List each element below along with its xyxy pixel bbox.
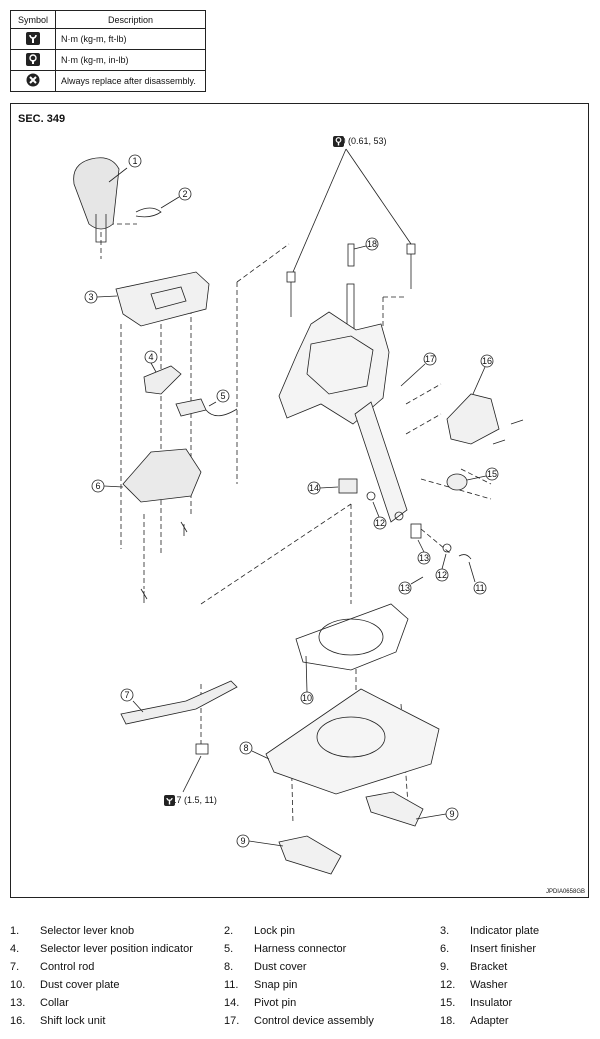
legend-row: 7.Control rod 8.Dust cover 9.Bracket (10, 961, 595, 979)
symbol-table-header: Symbol Description (10, 10, 206, 29)
callout-18: 18 (353, 237, 379, 251)
torque-wrench-inlb-icon (10, 49, 56, 71)
legend-item: 6.Insert finisher (440, 943, 537, 955)
callout-9a: 9 (236, 834, 284, 848)
svg-text:15: 15 (487, 469, 497, 479)
callout-15: 15 (466, 467, 499, 481)
legend-item: 16.Shift lock unit (10, 1015, 106, 1027)
callout-2: 2 (160, 187, 192, 209)
legend-row: 13.Collar 14.Pivot pin 15.Insulator (10, 997, 595, 1015)
symbol-row: N·m (kg-m, ft-lb) (10, 28, 206, 50)
callout-1: 1 (108, 154, 142, 183)
torque-wrench-icon (10, 28, 56, 50)
svg-text:9: 9 (449, 809, 454, 819)
svg-text:14: 14 (309, 483, 319, 493)
callout-16: 16 (472, 354, 494, 395)
svg-text:13: 13 (400, 583, 410, 593)
legend-item: 12.Washer (440, 979, 508, 991)
legend-item: 18.Adapter (440, 1015, 509, 1027)
callout-12b: 12 (435, 553, 449, 582)
legend-item: 4.Selector lever position indicator (10, 943, 193, 955)
figure-code: JPDIA0658GB (545, 889, 585, 895)
svg-text:12: 12 (437, 570, 447, 580)
callout-14: 14 (307, 481, 339, 495)
legend-row: 1.Selector lever knob 2.Lock pin 3.Indic… (10, 925, 595, 943)
legend-item: 7.Control rod (10, 961, 95, 973)
legend-row: 16.Shift lock unit 17.Control device ass… (10, 1015, 595, 1033)
legend-item: 2.Lock pin (224, 925, 295, 937)
legend-item: 11.Snap pin (224, 979, 298, 991)
torque-top-value: 6.0 (0.61, 53) (333, 136, 387, 146)
legend-item: 14.Pivot pin (224, 997, 297, 1009)
symbol-description: N·m (kg-m, ft-lb) (55, 28, 206, 50)
legend-item: 5.Harness connector (224, 943, 347, 955)
symbol-table: Symbol Description N·m (kg-m, ft-lb) N·m… (10, 10, 206, 92)
symbol-description: Always replace after disassembly. (55, 70, 206, 92)
svg-text:10: 10 (302, 693, 312, 703)
callout-5: 5 (208, 389, 230, 407)
svg-text:1: 1 (132, 156, 137, 166)
callout-3: 3 (84, 290, 118, 304)
exploded-diagram: SEC. 349 (10, 103, 589, 898)
svg-text:17: 17 (425, 354, 435, 364)
callout-8: 8 (239, 741, 270, 760)
callout-17: 17 (400, 352, 437, 387)
legend-item: 8.Dust cover (224, 961, 307, 973)
symbol-header: Symbol (10, 10, 56, 29)
legend-item: 3.Indicator plate (440, 925, 540, 937)
callout-6: 6 (91, 479, 124, 493)
svg-text:9: 9 (240, 836, 245, 846)
symbol-description: N·m (kg-m, in-lb) (55, 49, 206, 71)
svg-text:11: 11 (475, 583, 484, 593)
svg-text:7: 7 (124, 690, 129, 700)
symbol-row: Always replace after disassembly. (10, 70, 206, 92)
callout-13a: 13 (417, 539, 431, 565)
callout-4: 4 (144, 350, 158, 373)
legend-row: 10.Dust cover plate 11.Snap pin 12.Washe… (10, 979, 595, 997)
svg-text:18: 18 (367, 239, 377, 249)
svg-text:3: 3 (88, 292, 93, 302)
svg-text:4: 4 (148, 352, 153, 362)
callout-7: 7 (120, 688, 144, 713)
callout-12a: 12 (372, 501, 387, 530)
svg-text:13: 13 (419, 553, 429, 563)
legend-row: 4.Selector lever position indicator 5.Ha… (10, 943, 595, 961)
callout-11: 11 (468, 561, 487, 595)
torque-bottom-value: 14.7 (1.5, 11) (164, 795, 217, 805)
always-replace-icon (10, 70, 56, 92)
torque-wrench-icon (164, 795, 175, 806)
callout-9b: 9 (415, 807, 459, 821)
svg-text:8: 8 (243, 743, 248, 753)
legend-item: 10.Dust cover plate (10, 979, 120, 991)
svg-text:16: 16 (482, 356, 492, 366)
svg-text:2: 2 (182, 189, 187, 199)
legend-item: 17.Control device assembly (224, 1015, 374, 1027)
symbol-row: N·m (kg-m, in-lb) (10, 49, 206, 71)
legend-item: 15.Insulator (440, 997, 513, 1009)
torque-spec-top: 6.0 (0.61, 53) (333, 136, 387, 147)
svg-text:6: 6 (95, 481, 100, 491)
legend-item: 1.Selector lever knob (10, 925, 135, 937)
svg-text:12: 12 (375, 518, 385, 528)
legend-item: 9.Bracket (440, 961, 508, 973)
torque-wrench-inlb-icon (333, 136, 344, 147)
callout-13b: 13 (398, 576, 424, 595)
torque-spec-bottom: 14.7 (1.5, 11) (164, 795, 217, 806)
parts-legend: 1.Selector lever knob 2.Lock pin 3.Indic… (10, 925, 595, 1033)
callout-10: 10 (300, 655, 314, 705)
svg-text:5: 5 (220, 391, 225, 401)
description-header: Description (55, 10, 206, 29)
exploded-view-drawing (73, 148, 524, 875)
section-label: SEC. 349 (18, 113, 66, 125)
legend-item: 13.Collar (10, 997, 69, 1009)
